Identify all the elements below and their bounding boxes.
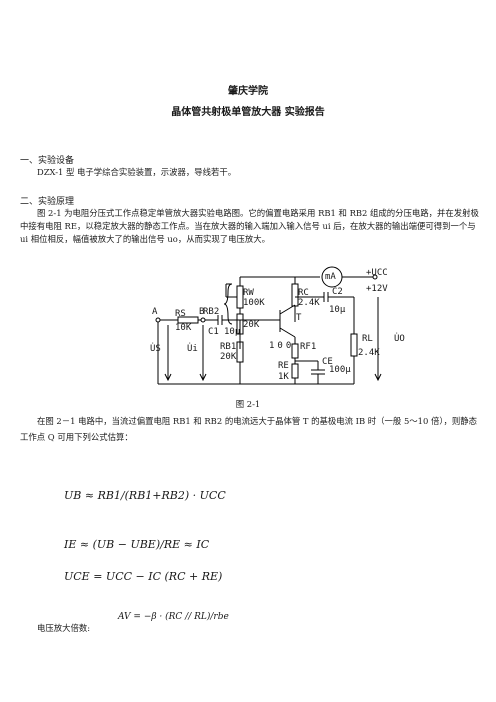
us-label: U̇S [150,344,161,354]
formula-ie-text: IE ≈ (UB − UBE)/RE ≈ IC [64,538,210,551]
figure-caption: 图 2-1 [235,399,261,409]
rs-label: RS [175,309,186,319]
rl-value: 2.4K [358,348,380,358]
section1-heading: 一、实验设备 [20,156,75,166]
formula-uce-text: UCE = UCC − IC (RC + RE) [64,570,223,583]
ce-label: CE [322,357,333,367]
circuit-diagram [155,266,382,385]
school-name: 肇庆学院 [228,86,268,97]
section2-heading: 二、实验原理 [20,197,75,207]
c1-value: 10μ [224,327,241,337]
rc-value: 2.4K [298,298,320,308]
c2-value: 10μ [329,305,346,315]
transistor-label: T [296,313,302,323]
formula-uce: UCE = UCC − IC (RC + RE) [64,570,222,583]
rf1-label: RF1 [300,342,317,352]
rb1-label: RB1 [220,342,237,352]
report-title: 晶体管共射极单管放大器 实验报告 [171,107,325,118]
c1-label: C1 [208,327,219,337]
rl-label: RL [362,334,373,344]
rb2-label: RB2 [203,307,220,317]
rc-label: RC [298,288,309,298]
gain-label: 电压放大倍数: [37,623,91,633]
re-label: RE [278,361,289,371]
formula-ie: IE ≈ (UB − UBE)/RE ≈ IC [64,538,209,551]
rb1-value: 20K [220,352,237,362]
rs-value: 10K [175,323,192,333]
rw-value: 100K [243,298,265,308]
ui-label: U̇i [187,344,198,354]
ucc-label: +UCC [366,268,388,278]
node-b: B [199,307,205,317]
re-value: 1K [278,372,289,382]
uo-label: U̇O [394,334,405,344]
equipment-text: DZX-1 型 电子学综合实验装置，示波器，导线若干。 [37,167,237,177]
formula-gain-text: AV = −β · (RC // RL)/rbe [118,612,229,622]
formula-ub-text: UB ≈ RB1/(RB1+RB2) · UCC [64,489,226,502]
node-a: A [152,307,158,317]
c2-label: C2 [332,287,343,297]
principle-paragraph: 图 2-1 为电阻分压式工作点稳定单管放大器实验电路图。它的偏置电路采用 RB1… [20,208,479,244]
estimate-paragraph: 在图 2－1 电路中，当流过偏置电阻 RB1 和 RB2 的电流远大于晶体管 T… [20,416,478,442]
rb2-value: 20K [243,320,260,330]
ucc-value: +12V [366,284,388,294]
formula-ub: UB ≈ RB1/(RB1+RB2) · UCC [64,489,226,502]
rf1-value: 100 [269,341,295,351]
rw-label: RW [243,288,254,298]
milliammeter: mA [325,272,336,282]
formula-gain: AV = −β · (RC // RL)/rbe [118,612,229,622]
ce-value: 100μ [329,365,351,375]
